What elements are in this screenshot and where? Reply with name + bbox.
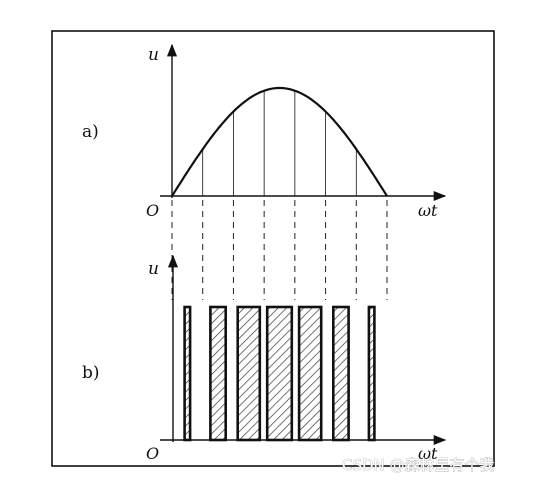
- pwm-pulse: [209, 305, 227, 442]
- pwm-pulse: [297, 305, 323, 442]
- sine-segment-lines: [202, 90, 357, 196]
- panel-b-label: b): [82, 363, 100, 383]
- figure-frame: [51, 30, 495, 467]
- panel-b: b) u ωt O: [82, 254, 447, 463]
- panel-a-origin: O: [146, 201, 159, 220]
- dashed-connectors: [171, 200, 388, 300]
- sine-curve: [171, 86, 388, 197]
- panel-a-label: a): [82, 122, 99, 142]
- panel-b-origin: O: [146, 444, 159, 463]
- panel-a-x-label: ωt: [418, 201, 438, 220]
- panel-b-x-label: ωt: [418, 444, 438, 463]
- pwm-pulse: [367, 305, 376, 442]
- panel-b-y-label: u: [148, 259, 159, 279]
- panel-a: a) u ωt O: [82, 43, 447, 220]
- pwm-pulse: [183, 305, 192, 442]
- pwm-pulse: [331, 305, 350, 442]
- pwm-pulses: [183, 305, 376, 442]
- panel-a-y-label: u: [148, 45, 159, 65]
- watermark: CSDN @森林里有个我: [342, 456, 495, 474]
- pwm-pulse: [265, 305, 294, 442]
- pwm-pulse: [236, 305, 262, 442]
